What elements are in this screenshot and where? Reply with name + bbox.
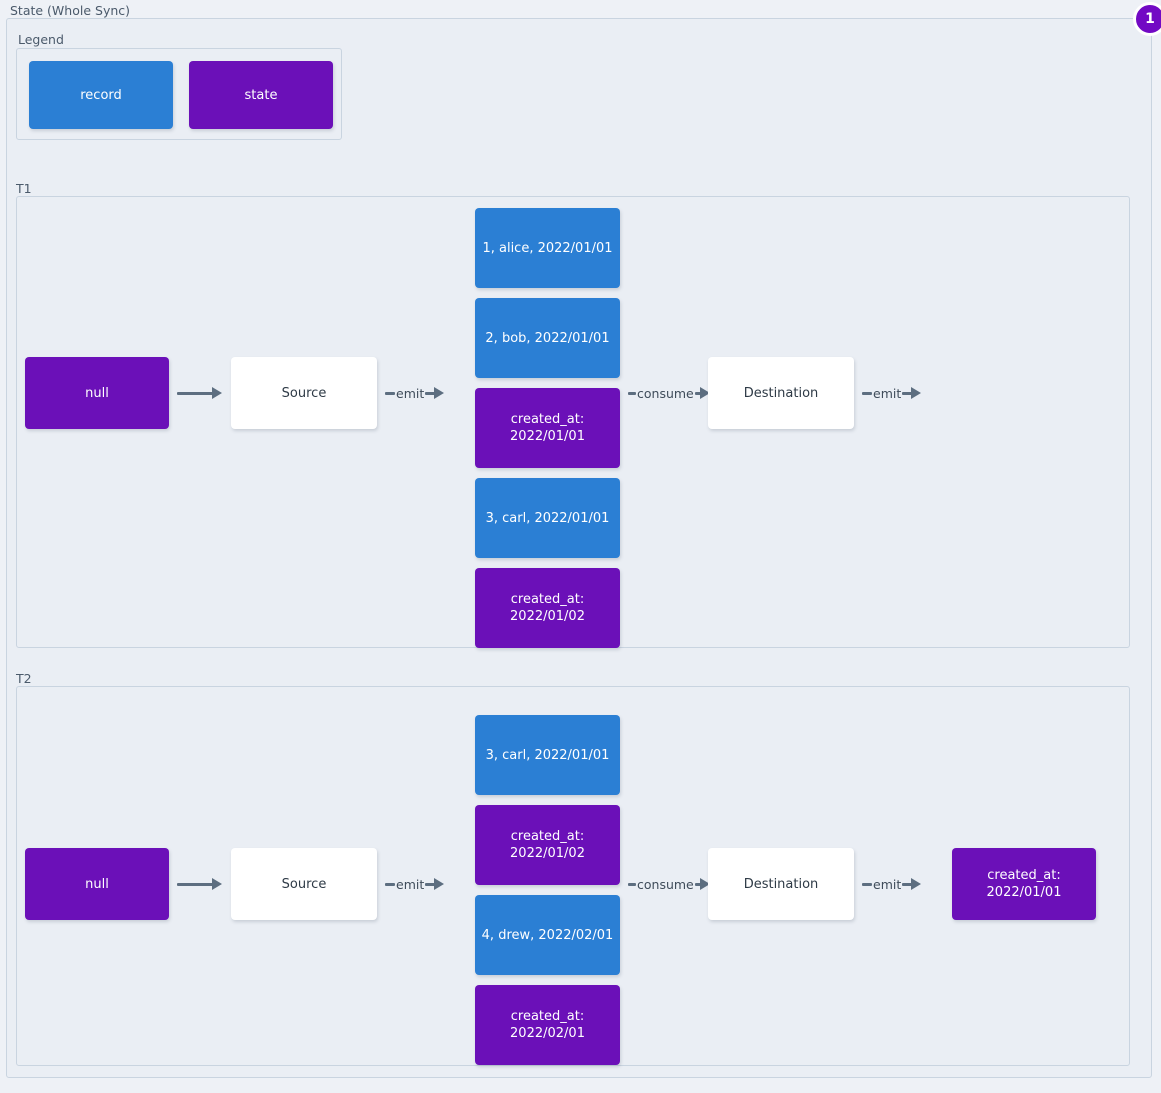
section-t1-arrow-destination-emit-line-left: [862, 391, 872, 395]
section-t2-arrow-destination-emit-line-left: [862, 882, 872, 886]
section-t1-arrow-source-emit: emit: [385, 383, 467, 403]
section-t2-arrow-source-emit-line-right: [425, 882, 436, 886]
section-t1-arrow-state-to-source-arrowhead-icon: [212, 387, 222, 399]
section-t2-arrow-destination-emit: emit: [862, 874, 944, 894]
section-t2-arrow-consume-line-right: [694, 882, 701, 886]
section-t2-stream-item-3-label: created_at: 2022/02/01: [510, 1009, 585, 1041]
section-t1-arrow-source-emit-label: emit: [396, 385, 425, 401]
section-t1-source-node-label: Source: [281, 385, 327, 401]
section-t2-arrow-source-emit-label: emit: [396, 876, 425, 892]
section-t1-arrow-source-emit-line-right: [425, 391, 436, 395]
section-t2-arrow-consume-line-left: [628, 882, 636, 886]
section-t2-state-input-label: null: [85, 876, 109, 892]
section-t1-arrow-destination-emit-arrowhead-icon: [911, 387, 922, 399]
section-t1-arrow-state-to-source: [177, 383, 223, 403]
section-t1-arrow-state-to-source-line: [177, 391, 213, 395]
section-t1-arrow-source-emit-arrowhead-icon: [434, 387, 445, 399]
section-t2-stream-item-1[interactable]: created_at: 2022/01/02: [475, 805, 620, 885]
section-t1-arrow-destination-emit: emit: [862, 383, 944, 403]
section-t2-arrow-consume: consume: [628, 874, 710, 894]
section-t2-arrow-source-emit-line-left: [385, 882, 395, 886]
section-t2-state-input[interactable]: null: [25, 848, 169, 920]
section-t2-source-node-label: Source: [281, 876, 327, 892]
section-t2-state-output[interactable]: created_at: 2022/01/01: [952, 848, 1096, 920]
page-title: State (Whole Sync): [10, 3, 131, 18]
section-title-t1: T1: [16, 181, 32, 196]
section-t2-arrow-state-to-source-arrowhead-icon: [212, 878, 222, 890]
section-t1-arrow-destination-emit-line-right: [902, 391, 913, 395]
section-t1-arrow-source-emit-line-left: [385, 391, 395, 395]
section-t1-stream-item-3[interactable]: 3, carl, 2022/01/01: [475, 478, 620, 558]
section-t1-arrow-consume: consume: [628, 383, 710, 403]
section-t1-stream-item-3-label: 3, carl, 2022/01/01: [485, 510, 610, 526]
legend-title: Legend: [18, 32, 64, 47]
section-title-t2: T2: [16, 671, 32, 686]
section-t2-stream-item-3[interactable]: created_at: 2022/02/01: [475, 985, 620, 1065]
step-badge[interactable]: 1: [1133, 2, 1161, 36]
legend-swatch-record: record: [29, 61, 173, 129]
legend-swatch-state-label: state: [244, 87, 278, 103]
section-t1-stream-item-2[interactable]: created_at: 2022/01/01: [475, 388, 620, 468]
section-t1-stream-item-4-label: created_at: 2022/01/02: [510, 592, 585, 624]
section-t1-destination-node-label: Destination: [743, 385, 819, 401]
section-t1-arrow-consume-line-left: [628, 391, 636, 395]
section-t2-arrow-consume-arrowhead-icon: [699, 878, 710, 890]
section-t2-stream-item-2[interactable]: 4, drew, 2022/02/01: [475, 895, 620, 975]
section-t1-arrow-consume-line-right: [694, 391, 701, 395]
section-t2-destination-node-label: Destination: [743, 876, 819, 892]
section-t2-arrow-state-to-source: [177, 874, 223, 894]
section-t2-stream-item-0[interactable]: 3, carl, 2022/01/01: [475, 715, 620, 795]
legend-swatch-record-label: record: [80, 87, 122, 103]
section-t1-stream-item-2-label: created_at: 2022/01/01: [510, 412, 585, 444]
legend-frame: record state: [16, 48, 342, 140]
section-t1-stream-item-1[interactable]: 2, bob, 2022/01/01: [475, 298, 620, 378]
section-t1-state-input[interactable]: null: [25, 357, 169, 429]
section-t2-stream-item-0-label: 3, carl, 2022/01/01: [485, 747, 610, 763]
section-t1-stream-item-4[interactable]: created_at: 2022/01/02: [475, 568, 620, 648]
section-t2-stream-item-1-label: created_at: 2022/01/02: [510, 829, 585, 861]
section-t1-arrow-consume-arrowhead-icon: [699, 387, 710, 399]
section-t1-state-input-label: null: [85, 385, 109, 401]
section-t2-stream-item-2-label: 4, drew, 2022/02/01: [481, 927, 614, 943]
section-t1-destination-node[interactable]: Destination: [708, 357, 854, 429]
section-t2-arrow-source-emit: emit: [385, 874, 467, 894]
section-t1-arrow-destination-emit-label: emit: [873, 385, 902, 401]
section-t2-arrow-destination-emit-arrowhead-icon: [911, 878, 922, 890]
section-t1-source-node[interactable]: Source: [231, 357, 377, 429]
section-t1-arrow-consume-label: consume: [637, 385, 694, 401]
section-t2-arrow-source-emit-arrowhead-icon: [434, 878, 445, 890]
section-t2-arrow-state-to-source-line: [177, 882, 213, 886]
section-t2-destination-node[interactable]: Destination: [708, 848, 854, 920]
section-t2-arrow-consume-label: consume: [637, 876, 694, 892]
section-t1-stream-item-1-label: 2, bob, 2022/01/01: [485, 330, 610, 346]
legend-swatch-list: record state: [17, 49, 345, 141]
section-t2-state-output-label: created_at: 2022/01/01: [986, 868, 1062, 900]
legend-swatch-state: state: [189, 61, 333, 129]
section-t1-stream-item-0-label: 1, alice, 2022/01/01: [482, 240, 613, 256]
section-t2-arrow-destination-emit-line-right: [902, 882, 913, 886]
section-t2-source-node[interactable]: Source: [231, 848, 377, 920]
section-t2-arrow-destination-emit-label: emit: [873, 876, 902, 892]
section-t1-stream-item-0[interactable]: 1, alice, 2022/01/01: [475, 208, 620, 288]
